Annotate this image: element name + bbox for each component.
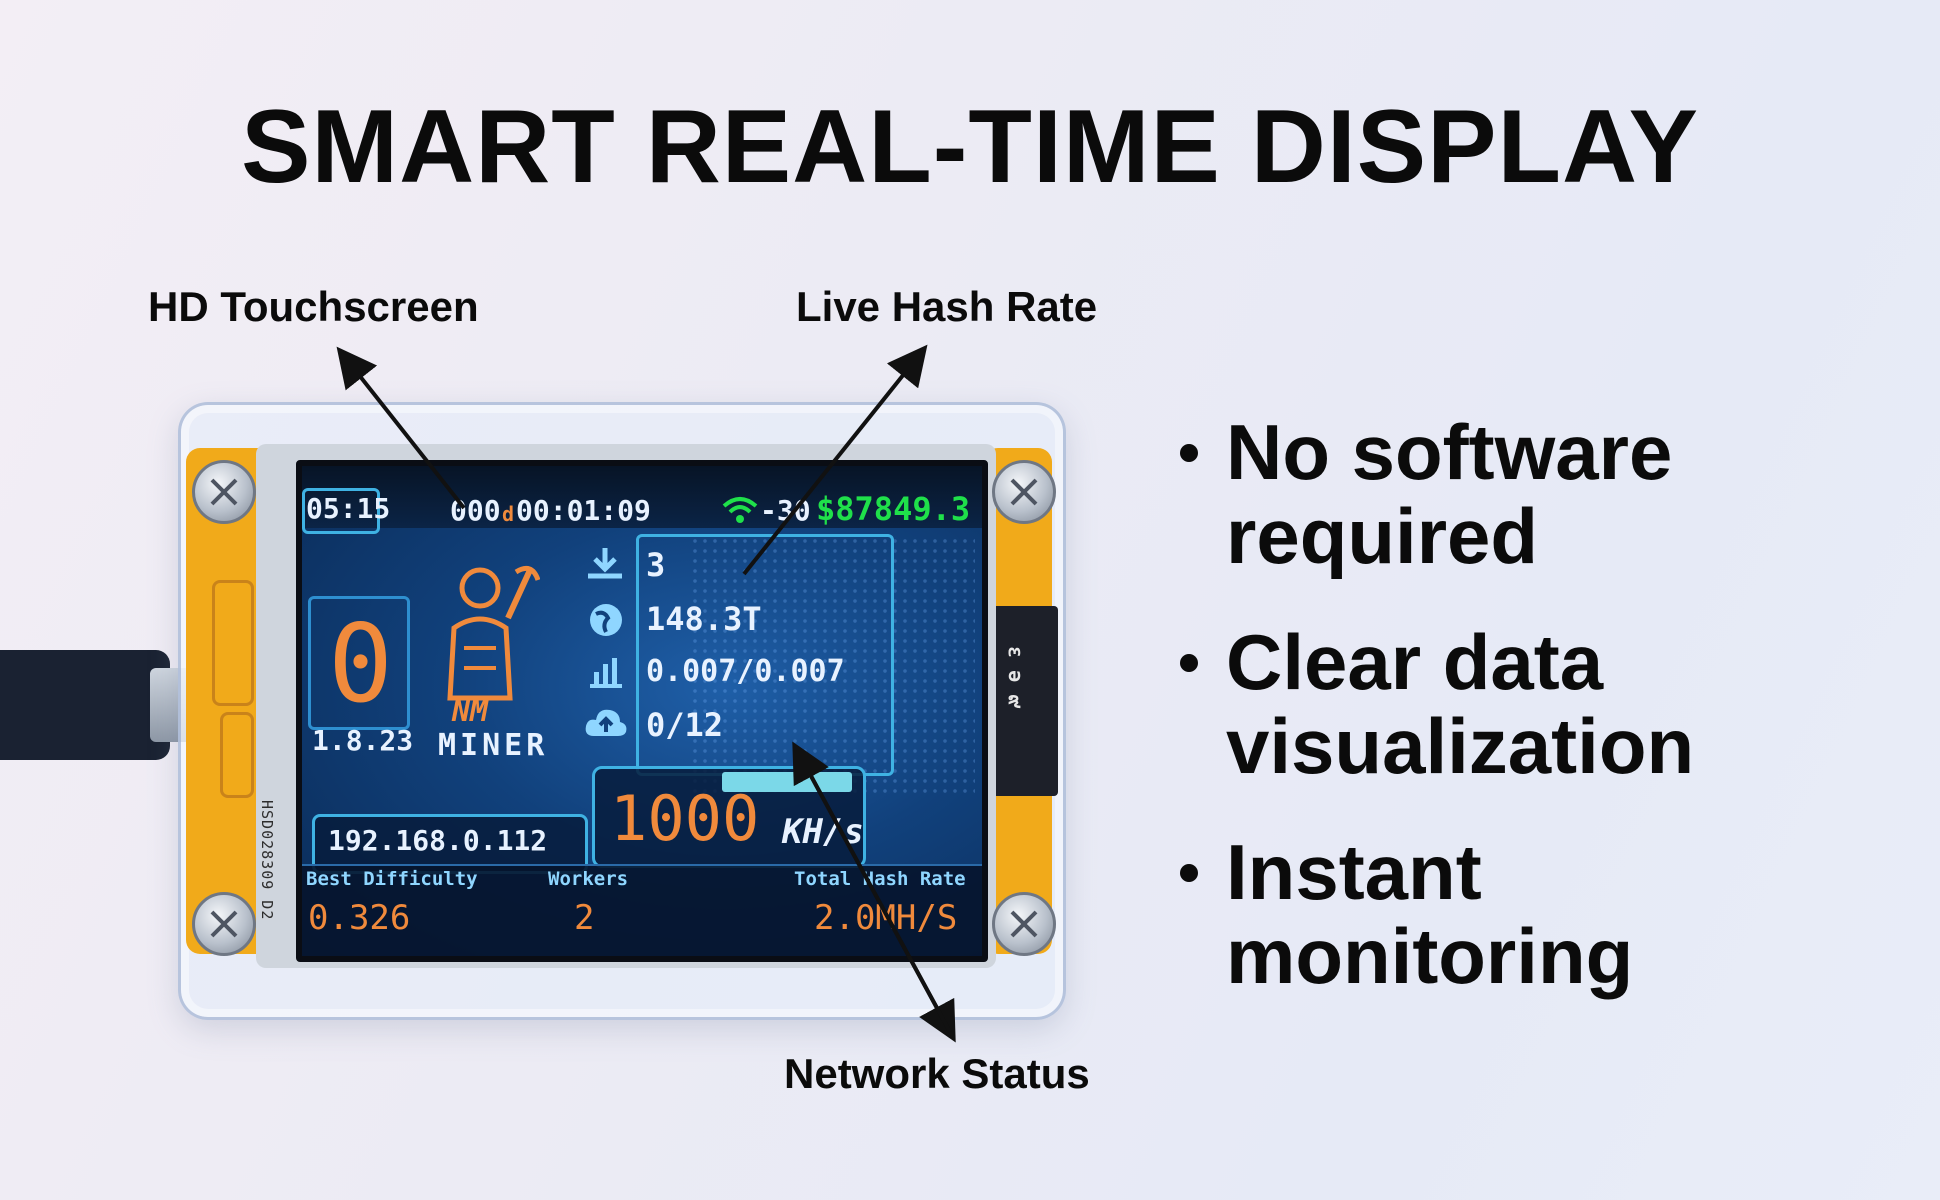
pcb-trace [212, 580, 254, 706]
feature-item: Instant monitoring [1180, 830, 1866, 998]
arrow-hash-rate [742, 344, 928, 576]
bar-chart-icon [590, 658, 622, 688]
total-hash-label: Total Hash Rate [794, 868, 966, 890]
usb-cable [0, 650, 170, 760]
globe-icon [590, 604, 622, 636]
cloud-upload-icon [585, 709, 627, 736]
world-map-dots [690, 536, 975, 796]
clock-frame [302, 488, 380, 534]
workers-label: Workers [548, 868, 629, 890]
logo-text: MINER [438, 728, 549, 763]
pcb-label: HSD028309 D2 [258, 800, 276, 921]
arrow-network-status-up [792, 741, 952, 1033]
callout-network-status: Network Status [784, 1050, 1090, 1097]
best-difficulty-value: 0.326 [308, 898, 411, 938]
digit-frame [308, 596, 410, 730]
wifi-icon [722, 497, 758, 523]
download-icon [588, 548, 622, 579]
miner-mascot-icon [447, 565, 540, 701]
btc-price: $87849.3 [816, 490, 971, 528]
clock: 05:15 [306, 492, 391, 525]
callout-live-hash-rate: Live Hash Rate [796, 283, 1098, 330]
big-digit: 0 [328, 602, 394, 727]
feature-item: Clear data visualization [1180, 620, 1866, 788]
total-hash-value: 2.0MH/S [814, 898, 958, 938]
ip-address: 192.168.0.112 [328, 824, 548, 857]
touchscreen[interactable]: 05:15 000 d 00:01:09 -30 $87849.3 0 1.8.… [296, 460, 988, 962]
feature-list: No software required Clear data visualiz… [1180, 410, 1866, 1040]
best-difficulty-label: Best Difficulty [306, 868, 478, 890]
pcb-trace [220, 712, 254, 798]
logo-mark: NM [452, 694, 489, 729]
workers-value: 2 [574, 898, 595, 938]
screw-icon [992, 892, 1056, 956]
feature-item: No software required [1180, 410, 1866, 578]
firmware-version: 1.8.23 [312, 724, 414, 757]
screw-icon [992, 460, 1056, 524]
stat-blocks: 3 [646, 546, 666, 584]
arrow-touchscreen [336, 346, 466, 510]
screw-icon [192, 892, 256, 956]
page-title: SMART REAL-TIME DISPLAY [241, 89, 1699, 205]
uptime: 00:01:09 [516, 494, 651, 527]
hashrate-value: 1000 [610, 782, 760, 855]
screw-icon [192, 460, 256, 524]
uptime-day-marker: d [502, 502, 515, 526]
stat-difficulty: 0.007/0.007 [646, 654, 845, 689]
callout-hd-touchscreen: HD Touchscreen [148, 283, 479, 330]
chip-label: ε ә ๙ [1004, 646, 1028, 709]
screen-topbar [302, 466, 982, 528]
stat-shares: 0/12 [646, 706, 724, 744]
stat-network-hash: 148.3T [646, 600, 762, 638]
